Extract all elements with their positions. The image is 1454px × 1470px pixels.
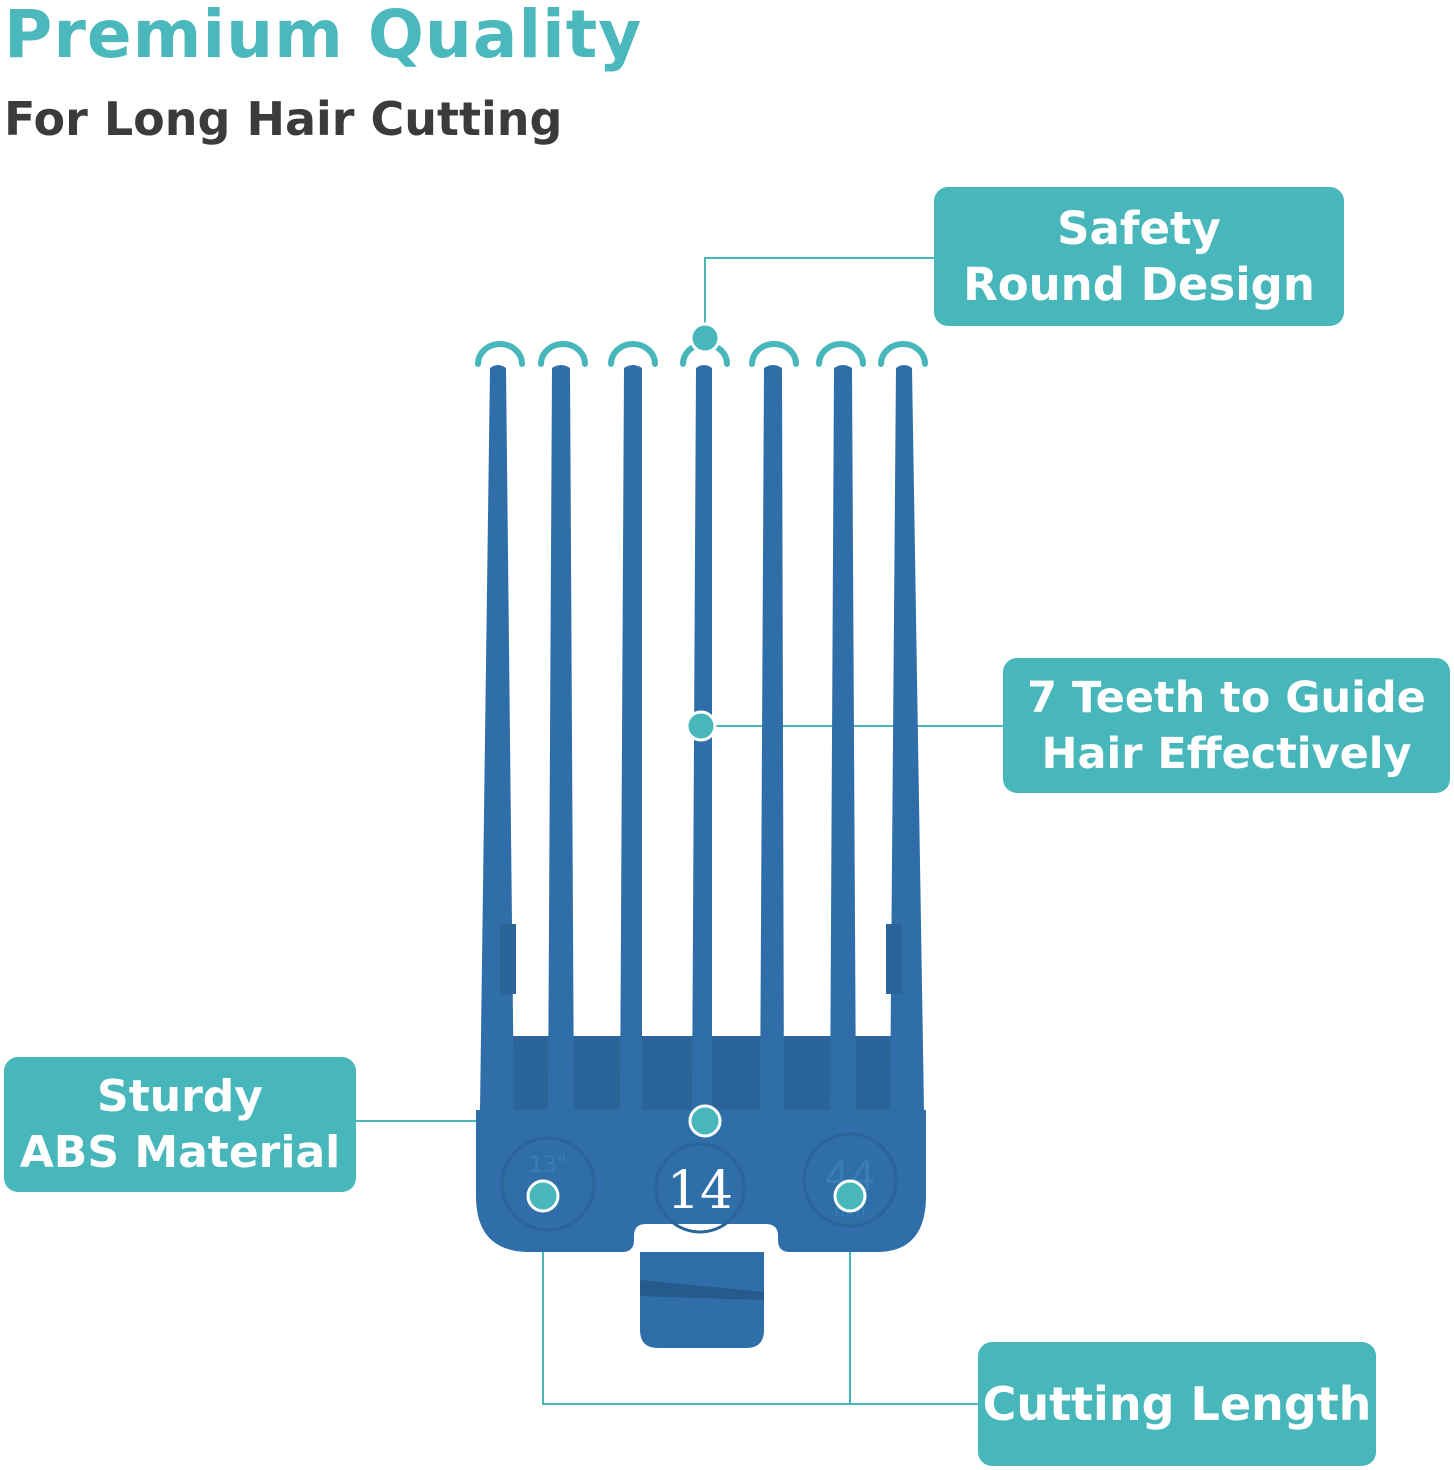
cutting-dot-left [526, 1179, 560, 1213]
safety-callout-line1: Safety [1057, 201, 1221, 255]
comb-teeth [480, 365, 924, 1110]
teeth-dot [685, 710, 717, 742]
comb-guard: 13" 14 44 mm [476, 365, 926, 1348]
material-dot [688, 1104, 722, 1138]
marker-dots [526, 322, 867, 1213]
material-callout-line2: ABS Material [19, 1126, 341, 1178]
inch-mark: 13" [529, 1153, 567, 1178]
page-title: Premium Quality [4, 0, 643, 73]
cutting-length-label: Cutting Length [982, 1377, 1372, 1431]
round-tip-arcs [475, 341, 928, 367]
material-callout: Sturdy ABS Material [4, 1057, 356, 1192]
teeth-callout-line1: 7 Teeth to Guide [1027, 672, 1426, 723]
safety-callout-line2: Round Design [963, 257, 1315, 311]
safety-dot [689, 322, 721, 354]
teeth-callout: 7 Teeth to Guide Hair Effectively [1003, 658, 1450, 793]
page-subtitle: For Long Hair Cutting [4, 92, 563, 146]
safety-callout: Safety Round Design [934, 187, 1344, 326]
cutting-length-callout: Cutting Length [978, 1342, 1376, 1466]
cutting-dot-right [833, 1179, 867, 1213]
material-callout-line1: Sturdy [97, 1070, 263, 1122]
safety-connector [704, 257, 934, 338]
size-number: 14 [667, 1161, 733, 1221]
teeth-callout-line2: Hair Effectively [1041, 728, 1412, 779]
cutting-connector-left [542, 1196, 978, 1405]
